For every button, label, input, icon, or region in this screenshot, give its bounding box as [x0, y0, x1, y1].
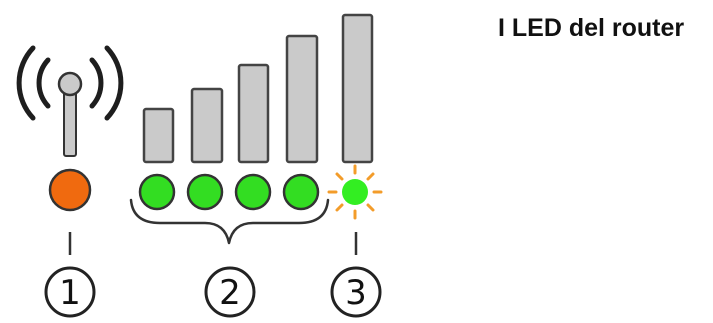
green-led-2 — [186, 173, 224, 211]
page-title: I LED del router — [498, 14, 685, 42]
green-led-3 — [234, 173, 272, 211]
signal-bar-4 — [285, 34, 319, 164]
callout-2: 2 — [204, 266, 256, 318]
callout-1: 1 — [44, 266, 96, 318]
green-led-4 — [282, 173, 320, 211]
signal-bar-5 — [341, 13, 374, 164]
signal-bar-3 — [237, 63, 270, 164]
signal-bars-icon — [142, 13, 374, 164]
green-led-1 — [138, 173, 176, 211]
callout-2-number: 2 — [219, 273, 241, 313]
orange-led — [48, 168, 92, 212]
callout-3-number: 3 — [345, 273, 367, 313]
antenna-icon — [16, 45, 124, 157]
glow-rays — [327, 164, 383, 220]
brace — [129, 198, 330, 245]
signal-bar-1 — [142, 107, 175, 164]
signal-bar-2 — [190, 87, 224, 164]
callout-3: 3 — [330, 266, 382, 318]
callout-1-number: 1 — [59, 273, 81, 313]
blinking-led — [327, 164, 383, 220]
